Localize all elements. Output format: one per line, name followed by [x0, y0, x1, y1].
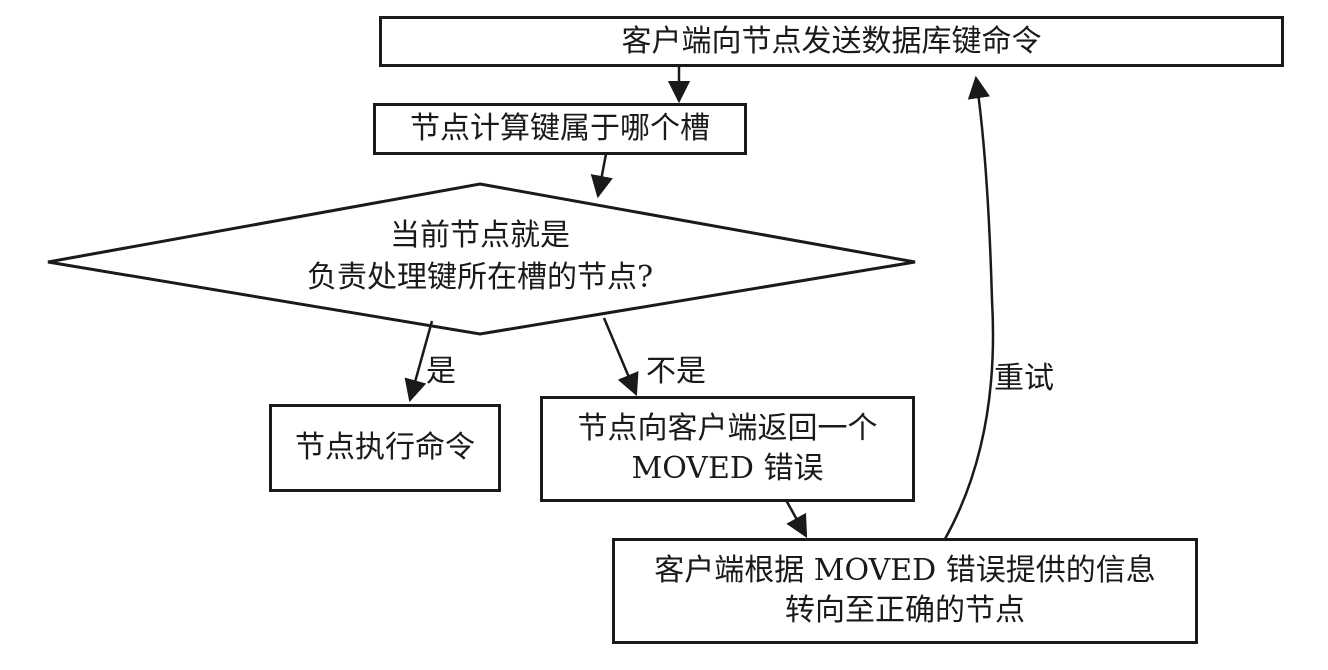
edge-label-retry: 重试 [994, 361, 1054, 396]
node-compute-slot-text: 节点计算键属于哪个槽 [410, 111, 710, 146]
node-redirect: 客户端根据 MOVED 错误提供的信息 转向至正确的节点 [612, 538, 1198, 644]
arrow-yes [404, 320, 434, 403]
arrow-moved-to-redirect [784, 499, 808, 538]
node-moved-line1: 节点向客户端返回一个 [577, 411, 878, 446]
arrow-compute-to-decision [590, 153, 613, 199]
edge-label-yes: 是 [426, 354, 456, 389]
node-execute-text: 节点执行命令 [295, 430, 475, 465]
decision-text: 当前节点就是 负责处理键所在槽的节点? [190, 215, 770, 299]
decision-line2: 负责处理键所在槽的节点? [306, 260, 654, 295]
node-moved-error: 节点向客户端返回一个 MOVED 错误 [540, 396, 915, 502]
node-send-command-text: 客户端向节点发送数据库键命令 [621, 23, 1042, 59]
node-redirect-line1: 客户端根据 MOVED 错误提供的信息 [654, 553, 1156, 588]
arrow-retry [943, 75, 995, 540]
node-execute: 节点执行命令 [269, 404, 501, 492]
node-send-command: 客户端向节点发送数据库键命令 [379, 16, 1284, 67]
arrow-no [602, 317, 639, 397]
decision-diamond [47, 182, 916, 336]
edge-label-no: 不是 [646, 354, 706, 389]
decision-line1: 当前节点就是 [390, 218, 570, 253]
node-compute-slot: 节点计算键属于哪个槽 [373, 103, 747, 155]
node-redirect-line2: 转向至正确的节点 [785, 593, 1025, 628]
node-moved-line2: MOVED 错误 [631, 451, 824, 486]
